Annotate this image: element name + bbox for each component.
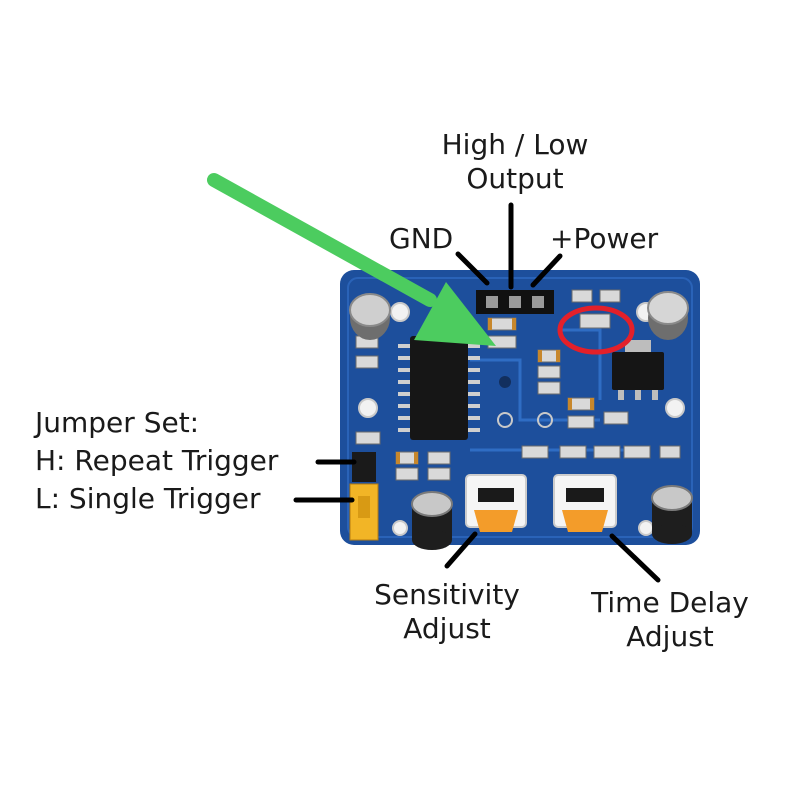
capacitor-top-right (647, 291, 689, 340)
capacitor-bottom-right (651, 485, 693, 544)
sensitivity-label: Sensitivity Adjust (352, 578, 542, 646)
voltage-regulator (612, 340, 664, 400)
red-circle-icon (557, 305, 635, 355)
time-delay-label: Time Delay Adjust (570, 586, 770, 654)
jumper-label: Jumper Set: H: Repeat Trigger L: Single … (35, 404, 278, 518)
time-delay-label-line1: Time Delay (591, 586, 749, 619)
output-label: High / Low Output (420, 128, 610, 196)
green-arrow-icon (207, 173, 496, 346)
output-label-line1: High / Low (441, 128, 589, 161)
gnd-label: GND (389, 222, 454, 255)
jumper-label-title: Jumper Set: (35, 406, 200, 439)
time-delay-potentiometer (553, 474, 617, 532)
sensitivity-label-line2: Adjust (403, 612, 491, 645)
ic-chip (398, 336, 480, 440)
smd-components (355, 289, 681, 481)
sensitivity-label-line1: Sensitivity (374, 578, 520, 611)
jumper-block (349, 452, 379, 541)
output-label-line2: Output (466, 162, 564, 195)
capacitors (349, 291, 693, 550)
sensitivity-potentiometer (465, 474, 527, 532)
jumper-label-single: L: Single Trigger (35, 482, 261, 515)
time-delay-label-line2: Adjust (626, 620, 714, 653)
power-label: +Power (550, 222, 659, 255)
pointer-lines (293, 202, 661, 583)
jumper-label-repeat: H: Repeat Trigger (35, 444, 279, 477)
header-pins (476, 290, 554, 314)
capacitor-bottom-left (411, 491, 453, 550)
capacitor-top-left (349, 293, 391, 340)
